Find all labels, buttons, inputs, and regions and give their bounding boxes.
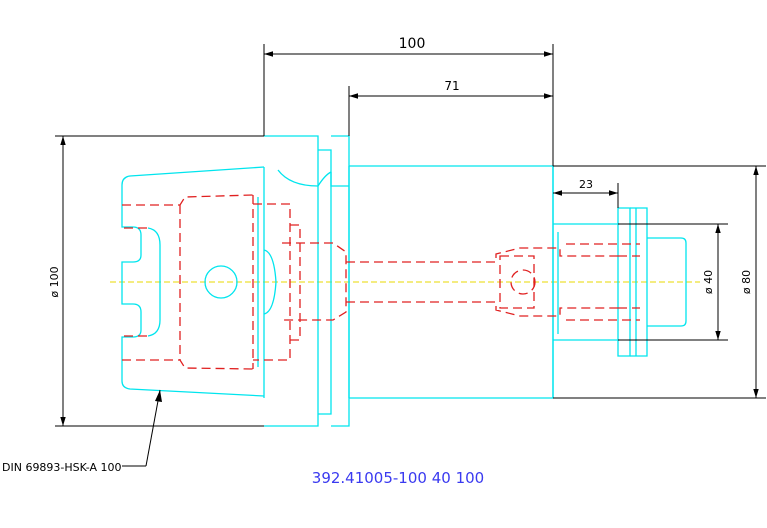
dim-dia-40-label: ø 40 bbox=[702, 270, 715, 294]
dim-overall-length: 100 bbox=[263, 36, 554, 166]
collet-nose bbox=[553, 207, 687, 357]
dim-71-label: 71 bbox=[444, 79, 459, 93]
dim-clamp-diameter: ø 40 bbox=[618, 223, 728, 341]
dim-dia-80-label: ø 80 bbox=[740, 270, 753, 294]
dim-collet-length: 23 bbox=[553, 178, 619, 208]
main-body bbox=[349, 165, 554, 399]
drive-hole bbox=[204, 265, 238, 299]
dim-dia-100-label: ø 100 bbox=[48, 266, 61, 297]
flange bbox=[264, 135, 350, 427]
dim-23-label: 23 bbox=[579, 178, 593, 191]
hidden-lines bbox=[122, 194, 640, 370]
dim-flange-diameter: ø 100 bbox=[48, 135, 264, 427]
dim-projection-length: 71 bbox=[348, 79, 553, 136]
dim-100-label: 100 bbox=[399, 36, 426, 52]
dim-body-diameter: ø 80 bbox=[553, 165, 766, 399]
taper-standard-label: DIN 69893-HSK-A 100 bbox=[2, 461, 121, 474]
part-number: 392.41005-100 40 100 bbox=[312, 469, 484, 487]
hidden-pin-slot bbox=[499, 255, 535, 309]
taper-callout: DIN 69893-HSK-A 100 bbox=[2, 389, 162, 474]
